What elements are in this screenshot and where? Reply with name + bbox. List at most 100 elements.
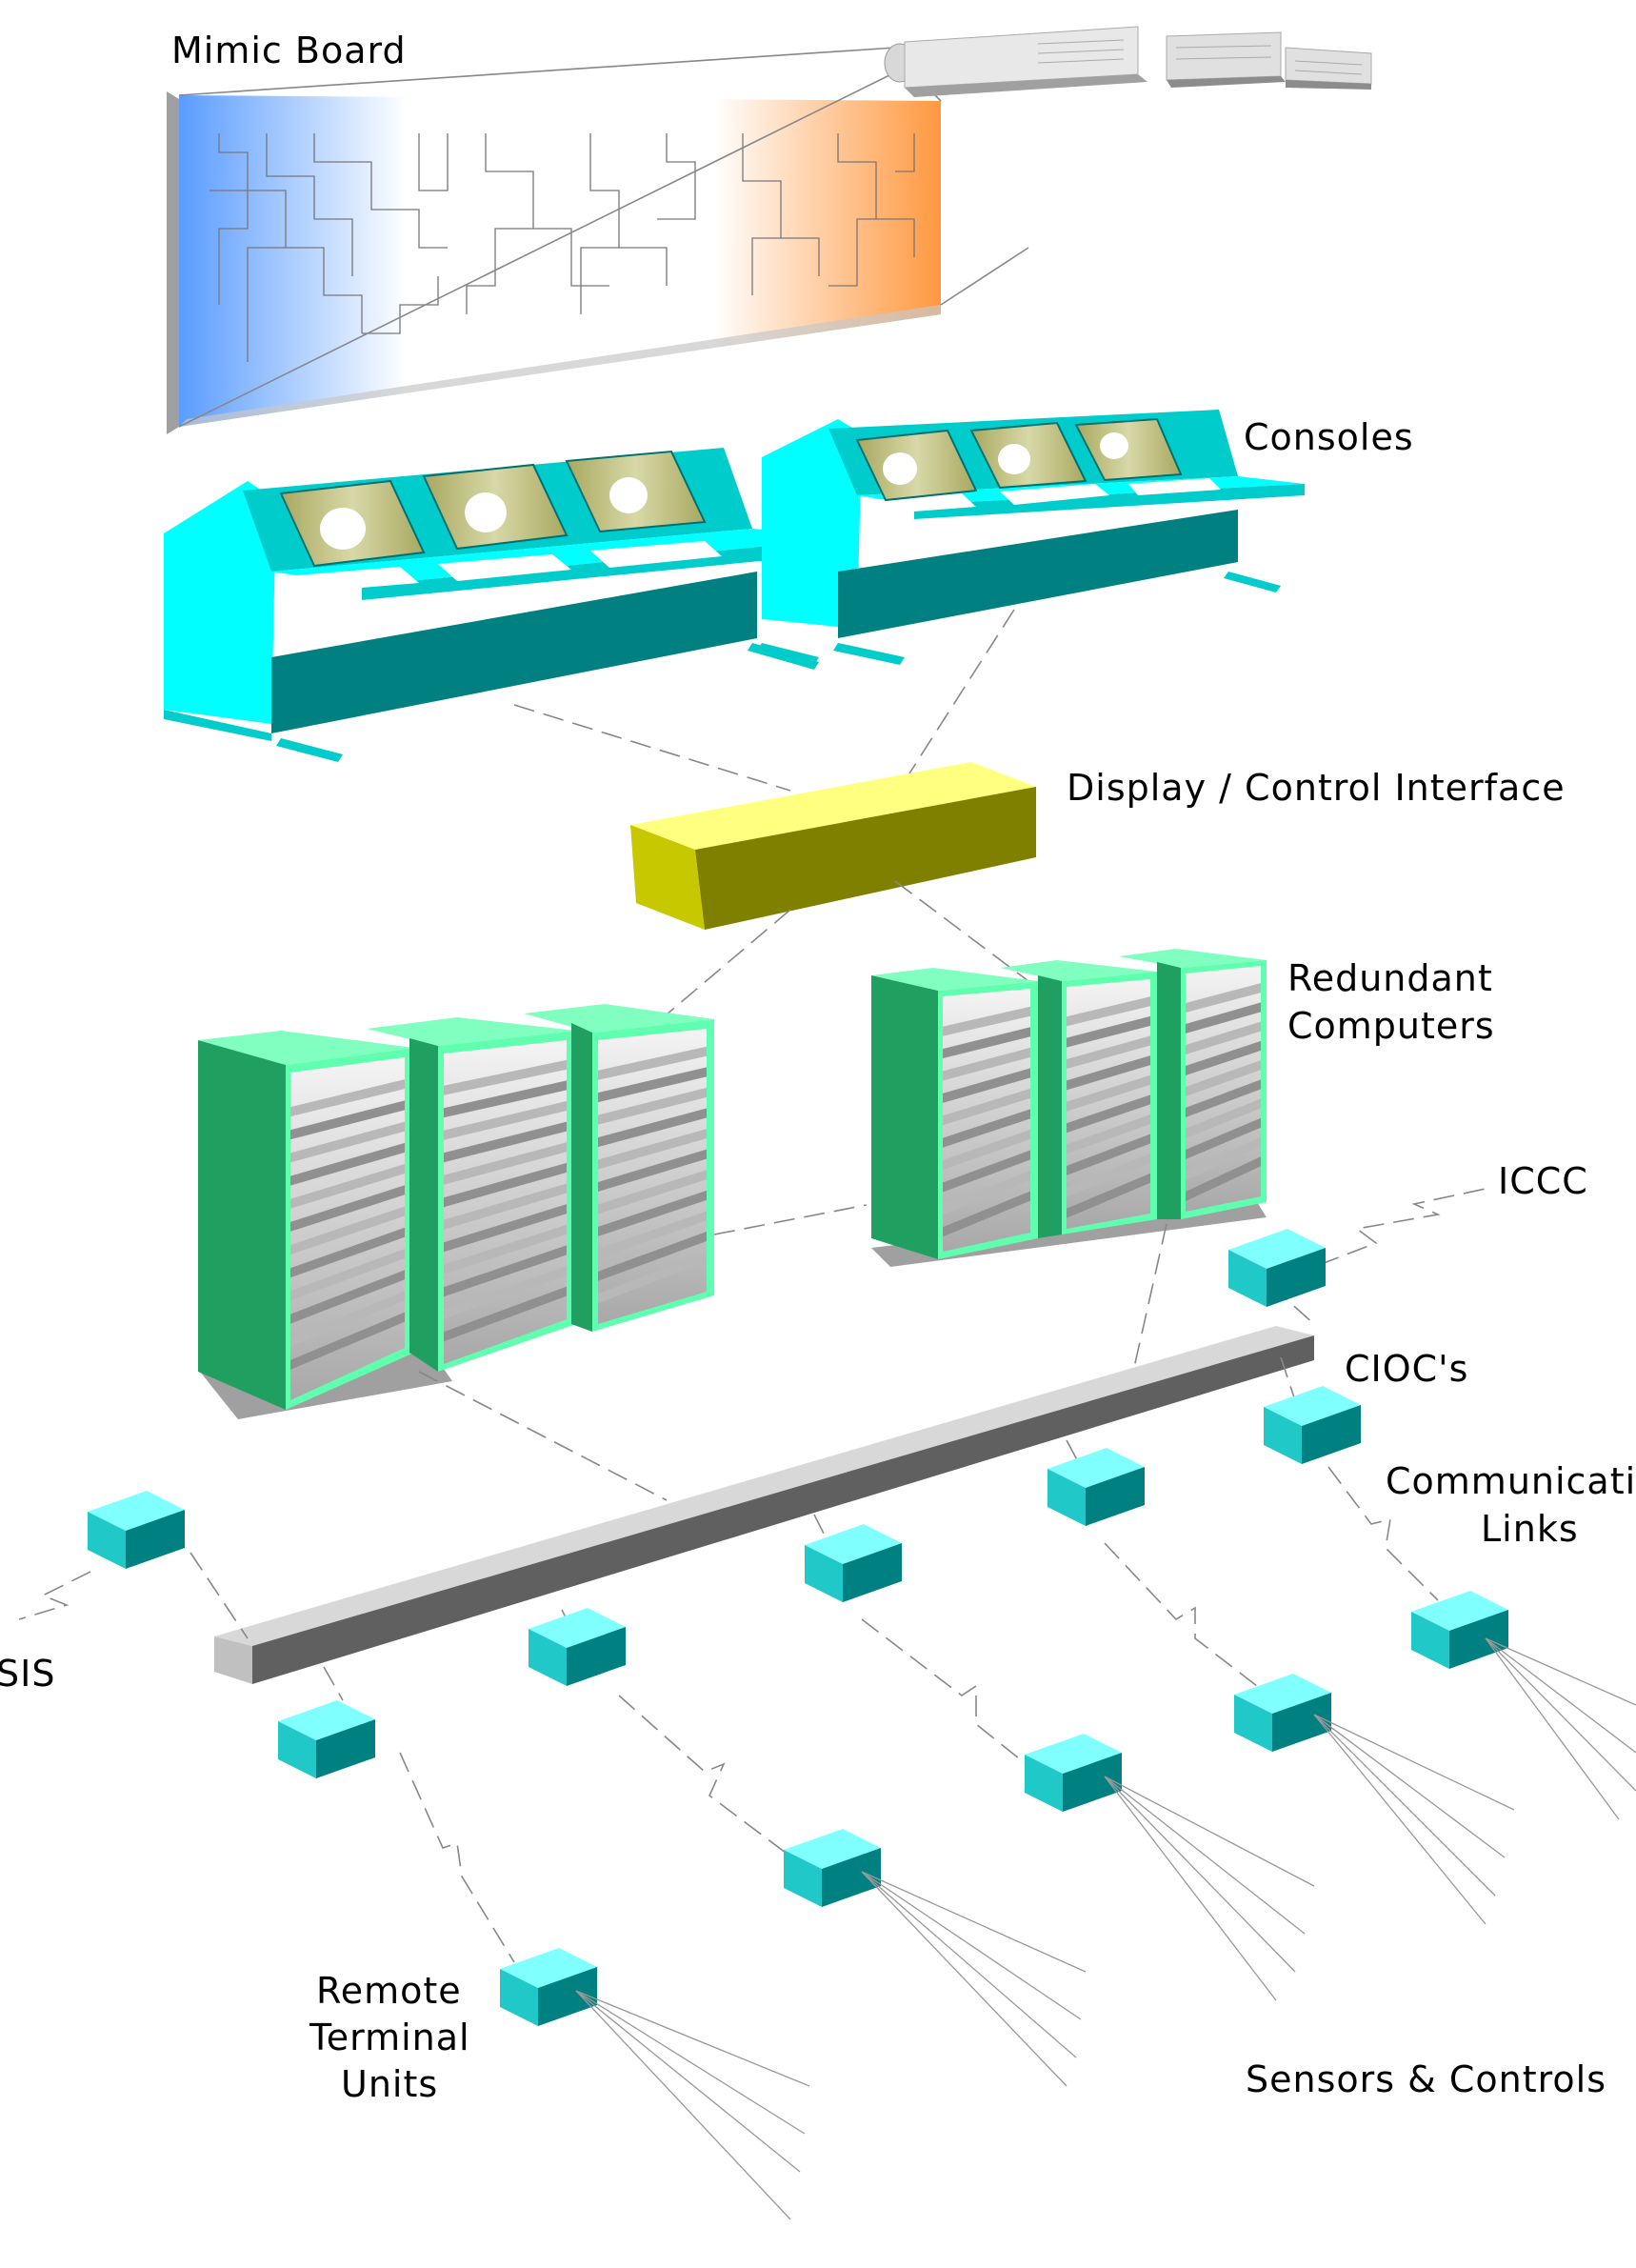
rack-shelf [598, 1149, 707, 1192]
label-rtu-3: Units [341, 2063, 438, 2105]
rtu-1 [1411, 1591, 1508, 1669]
ciocs-node-3 [1047, 1448, 1145, 1526]
label-redundant-computers-2: Computers [1287, 1005, 1495, 1047]
label-consoles: Consoles [1244, 416, 1414, 458]
label-redundant-computers-1: Redundant [1287, 957, 1493, 999]
label-rtu-1: Remote [316, 1970, 462, 2012]
rack-shelf [598, 1211, 707, 1259]
rack-shelf [290, 1121, 405, 1163]
rtu-4 [784, 1829, 881, 1907]
rack-shelf [290, 1270, 405, 1324]
rack-shelf [598, 1087, 707, 1125]
rack-shelf [598, 1067, 707, 1103]
rack-shelf [598, 1231, 707, 1281]
ciocs-node-2 [1264, 1386, 1361, 1464]
mimic-board [167, 47, 1029, 434]
rack-shelf [444, 1059, 567, 1095]
rack-shelf [444, 1080, 567, 1118]
label-communication-links-2: Links [1481, 1508, 1579, 1550]
rack-shelf [290, 1227, 405, 1278]
ciocs-node-5 [529, 1608, 626, 1686]
rack-shelf [290, 1312, 405, 1370]
rack-shelf [1067, 1094, 1150, 1134]
rack-shelf [290, 1142, 405, 1186]
rack-shelf [444, 1101, 567, 1140]
ciocs-node-6 [278, 1700, 375, 1778]
rack-shelf [598, 1108, 707, 1148]
rtu-2 [1234, 1674, 1331, 1752]
rack-shelf [1067, 1173, 1150, 1218]
rack-shelf [1186, 1040, 1261, 1075]
rack-shelf [943, 1088, 1030, 1126]
rack-shelf [1186, 1002, 1261, 1034]
console-left [164, 448, 848, 762]
ciocs-node-1 [1228, 1229, 1326, 1307]
rack-shelf [444, 1183, 567, 1230]
rack-shelf [1067, 996, 1150, 1027]
rack-shelf [1067, 1154, 1150, 1197]
rack-shelf [290, 1291, 405, 1347]
rack-shelf [1186, 1079, 1261, 1117]
rack-shelf [290, 1079, 405, 1117]
rtu-3 [1025, 1734, 1122, 1812]
label-iccc: ICCC [1498, 1160, 1588, 1202]
rack-shelf [444, 1142, 567, 1185]
rack-shelf [943, 1191, 1030, 1237]
rack-shelf [444, 1224, 567, 1274]
rack-shelf [444, 1286, 567, 1342]
rack-shelf [1067, 1134, 1150, 1175]
communication-links [18, 1188, 1486, 1963]
rack-shelf [1186, 1137, 1261, 1180]
rack-shelf [1067, 1055, 1150, 1091]
rack-shelf [598, 1046, 707, 1080]
sensor-lines [575, 1637, 1636, 2220]
rack-shelf [1186, 1117, 1261, 1159]
rack-shelf [290, 1100, 405, 1140]
console-right [757, 410, 1305, 665]
sis-node [88, 1491, 185, 1569]
rack-shelf [598, 1252, 707, 1304]
rack-shelf [598, 1190, 707, 1236]
label-communication-links-1: Communicatio [1386, 1460, 1636, 1502]
rack-shelf [598, 1170, 707, 1214]
rack-shelf [290, 1185, 405, 1232]
rack-shelf [290, 1248, 405, 1301]
rack-shelf [1186, 1098, 1261, 1138]
rack-shelf [598, 1129, 707, 1170]
rack-shelf [444, 1266, 567, 1319]
rack-shelf [290, 1206, 405, 1255]
rack-shelf [1067, 1035, 1150, 1069]
rack-shelf [444, 1245, 567, 1297]
ciocs-node-4 [805, 1524, 902, 1602]
label-sis: SIS [0, 1653, 55, 1695]
display-control-interface [630, 762, 1036, 930]
rack-shelf [1186, 1156, 1261, 1201]
label-mimic-board: Mimic Board [171, 30, 407, 71]
label-rtu-2: Terminal [309, 2017, 470, 2058]
rack-shelf [444, 1204, 567, 1253]
rack-shelf [444, 1162, 567, 1208]
rack-shelf [1067, 1114, 1150, 1154]
rack-shelf [943, 1047, 1030, 1081]
rack-shelf [943, 1170, 1030, 1214]
rack-shelf [943, 1129, 1030, 1171]
rack-shelf [943, 1109, 1030, 1148]
label-ciocs: CIOC's [1345, 1348, 1468, 1390]
label-sensors-controls: Sensors & Controls [1246, 2058, 1606, 2100]
network-bus [214, 1326, 1314, 1684]
rack-shelf [1186, 983, 1261, 1013]
rtu-5 [500, 1948, 597, 2026]
rack-shelf [290, 1164, 405, 1209]
rack-shelf [943, 1027, 1030, 1059]
rack-shelf [444, 1121, 567, 1163]
rack-shelves-right [943, 983, 1261, 1237]
projector [884, 26, 1372, 97]
rack-shelf [1186, 1060, 1261, 1096]
rack-shelf [943, 1150, 1030, 1193]
rack-shelf [943, 1006, 1030, 1036]
rack-shelves-left [290, 1046, 707, 1370]
rack-shelf [943, 1068, 1030, 1103]
rack-shelf [1186, 1021, 1261, 1054]
label-display-control-interface: Display / Control Interface [1067, 767, 1566, 809]
